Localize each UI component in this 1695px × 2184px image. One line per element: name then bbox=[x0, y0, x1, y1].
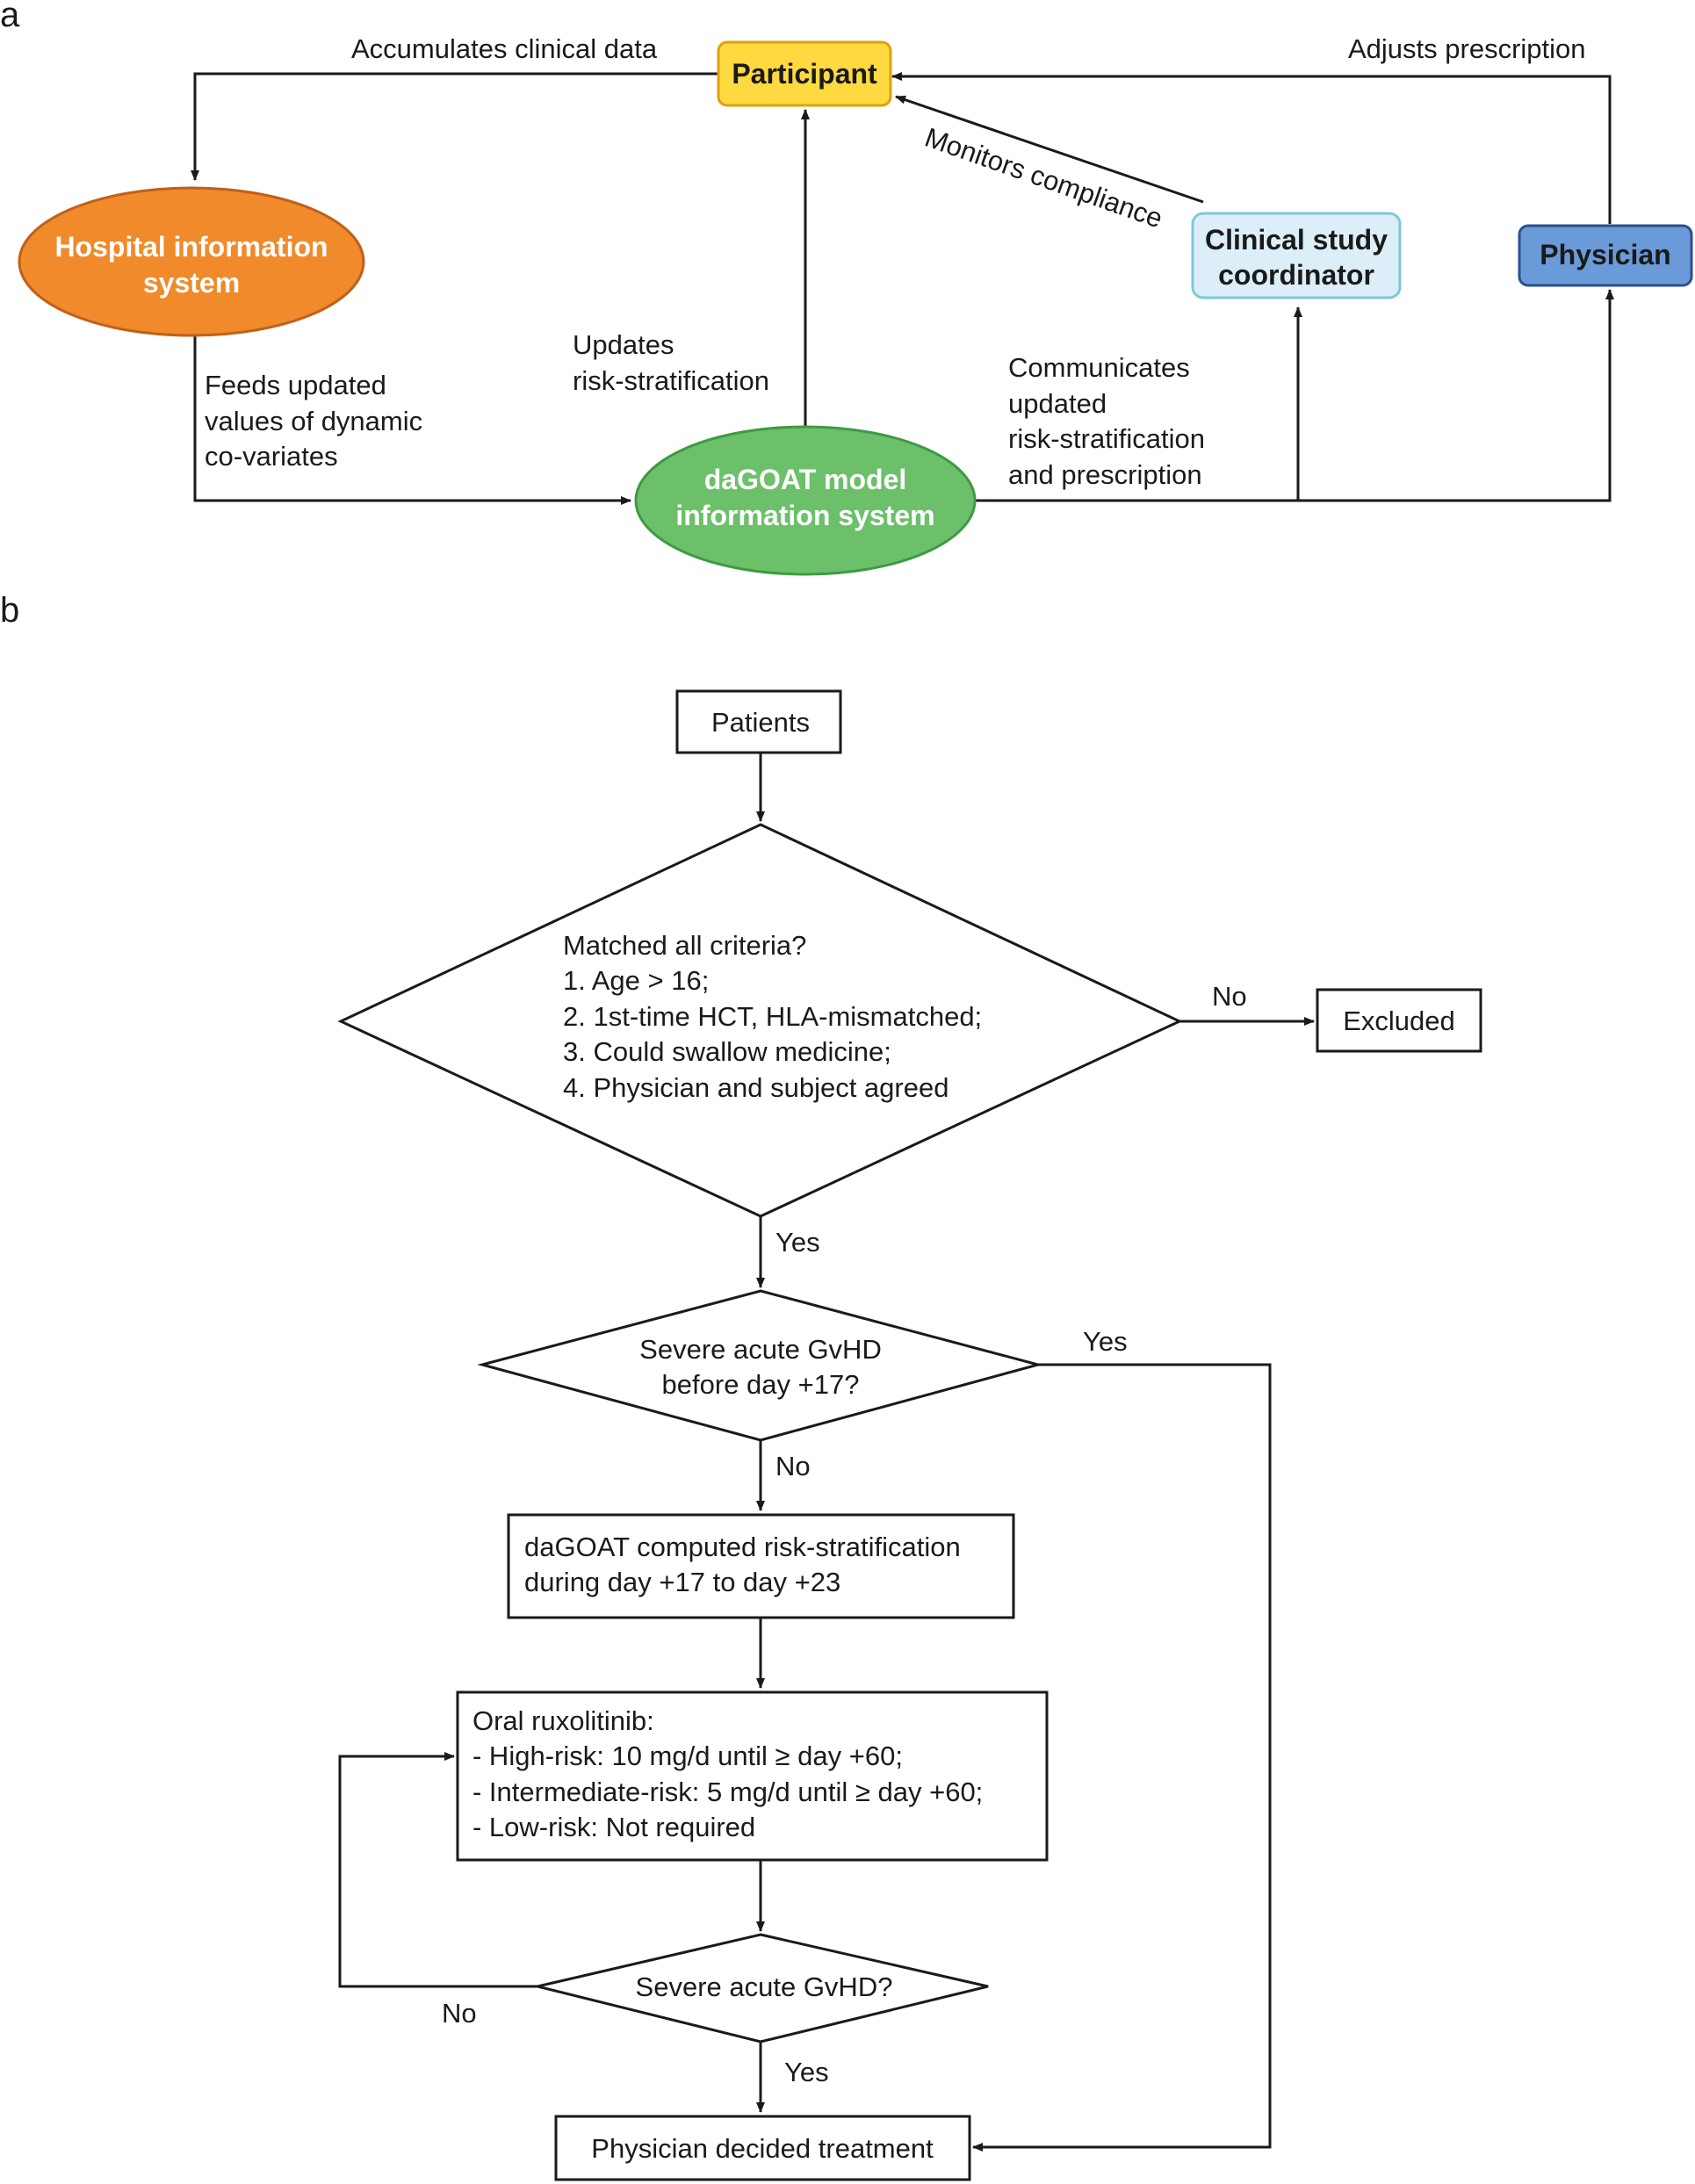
his-label-line2: system bbox=[143, 267, 240, 299]
coordinator-border bbox=[1191, 212, 1402, 299]
participant-label: Participant bbox=[732, 58, 877, 90]
coordinator-label-line2: coordinator bbox=[1218, 259, 1374, 291]
panel-b-letter: b bbox=[0, 591, 19, 630]
node-dagoat-system: daGOAT model information system bbox=[634, 425, 977, 576]
his-label-line1: Hospital information bbox=[54, 231, 328, 263]
node-physician: Physician bbox=[1518, 224, 1693, 287]
label-feeds-line1: Feeds updated bbox=[205, 370, 386, 400]
physician-border bbox=[1518, 224, 1693, 287]
coordinator-label-line1: Clinical study bbox=[1205, 224, 1388, 256]
ruxolitinib-line3: - Intermediate-risk: 5 mg/d until ≥ day … bbox=[472, 1777, 983, 1807]
node-physician-decided: Physician decided treatment bbox=[554, 2115, 971, 2181]
patients-label: Patients bbox=[711, 707, 810, 738]
computed-line2: during day +17 to day +23 bbox=[524, 1567, 840, 1597]
ruxolitinib-line1: Oral ruxolitinib: bbox=[472, 1705, 654, 1736]
criteria-diamond bbox=[337, 823, 1183, 1218]
excluded-label: Excluded bbox=[1343, 1006, 1455, 1036]
ruxolitinib-box bbox=[456, 1690, 1049, 1862]
severe-early-line2: before day +17? bbox=[662, 1369, 860, 1400]
label-yes-early: Yes bbox=[1083, 1326, 1128, 1357]
excluded-box bbox=[1316, 988, 1482, 1053]
criteria-line5: 4. Physician and subject agreed bbox=[563, 1072, 948, 1103]
label-updates-line1: Updates bbox=[573, 329, 674, 360]
label-yes-late: Yes bbox=[784, 2057, 829, 2087]
dagoat-label-line2: information system bbox=[675, 500, 934, 531]
dagoat-border bbox=[634, 425, 977, 576]
criteria-line4: 3. Could swallow medicine; bbox=[563, 1036, 891, 1067]
edge-physician-to-participant bbox=[891, 72, 1612, 224]
label-communicates-line2: updated bbox=[1008, 388, 1107, 419]
label-no-late: No bbox=[442, 1998, 477, 2029]
panel-a-letter: a bbox=[0, 0, 20, 34]
edge-his-to-dagoat bbox=[193, 335, 631, 505]
node-participant: Participant bbox=[717, 40, 892, 107]
decided-label: Physician decided treatment bbox=[591, 2133, 934, 2164]
decided-box bbox=[554, 2115, 971, 2181]
computed-line1: daGOAT computed risk-stratification bbox=[524, 1532, 961, 1562]
node-clinical-study-coordinator: Clinical study coordinator bbox=[1191, 212, 1402, 299]
criteria-line1: Matched all criteria? bbox=[563, 930, 806, 961]
patients-box bbox=[675, 689, 842, 754]
node-excluded: Excluded bbox=[1316, 988, 1482, 1053]
node-severe-late-decision: Severe acute GvHD? bbox=[537, 1933, 989, 2043]
edge-participant-to-his bbox=[191, 72, 718, 181]
edge-dagoat-to-physician bbox=[975, 289, 1614, 502]
node-criteria-decision: Matched all criteria? 1. Age > 16; 2. 1s… bbox=[337, 823, 1183, 1218]
node-ruxolitinib: Oral ruxolitinib: - High-risk: 10 mg/d u… bbox=[456, 1690, 1049, 1862]
coordinator-box bbox=[1193, 213, 1400, 298]
label-no-criteria: No bbox=[1212, 981, 1247, 1012]
edge-severe-early-to-decided bbox=[972, 1363, 1272, 2152]
edge-severe-late-loop-back bbox=[338, 1752, 537, 1988]
label-feeds-line2: values of dynamic bbox=[205, 406, 422, 436]
dagoat-ellipse bbox=[636, 427, 975, 574]
label-communicates-line1: Communicates bbox=[1008, 352, 1190, 383]
computed-box bbox=[507, 1513, 1015, 1619]
ruxolitinib-line4: - Low-risk: Not required bbox=[472, 1812, 755, 1842]
label-accumulates-clinical-data: Accumulates clinical data bbox=[351, 33, 658, 64]
ruxolitinib-line2: - High-risk: 10 mg/d until ≥ day +60; bbox=[472, 1741, 903, 1771]
label-updates-line2: risk-stratification bbox=[573, 365, 769, 396]
his-ellipse bbox=[19, 188, 364, 335]
label-communicates-line3: risk-stratification bbox=[1008, 423, 1205, 454]
criteria-line2: 1. Age > 16; bbox=[563, 965, 709, 996]
severe-late-label: Severe acute GvHD? bbox=[636, 1971, 893, 2002]
label-no-early: No bbox=[775, 1451, 811, 1481]
node-patients: Patients bbox=[675, 689, 842, 754]
his-border bbox=[18, 186, 365, 337]
participant-box bbox=[718, 42, 891, 105]
label-communicates-line4: and prescription bbox=[1008, 459, 1202, 490]
physician-box bbox=[1519, 226, 1691, 285]
dagoat-label-line1: daGOAT model bbox=[704, 464, 907, 495]
label-yes-criteria: Yes bbox=[775, 1227, 820, 1258]
panel-b-edges bbox=[338, 753, 1315, 2152]
physician-label: Physician bbox=[1540, 239, 1670, 270]
label-adjusts-prescription: Adjusts prescription bbox=[1348, 33, 1586, 64]
edge-coordinator-to-participant bbox=[895, 95, 1204, 204]
label-feeds-line3: co-variates bbox=[205, 441, 338, 472]
panel-a-edges bbox=[191, 72, 1614, 505]
node-hospital-information-system: Hospital information system bbox=[18, 186, 365, 337]
severe-late-diamond bbox=[537, 1933, 989, 2043]
severe-early-diamond bbox=[477, 1289, 1043, 1442]
participant-border bbox=[717, 40, 892, 107]
criteria-line3: 2. 1st-time HCT, HLA-mismatched; bbox=[563, 1001, 982, 1032]
node-computed-risk: daGOAT computed risk-stratification duri… bbox=[507, 1513, 1015, 1619]
node-severe-early-decision: Severe acute GvHD before day +17? bbox=[477, 1289, 1043, 1442]
severe-early-line1: Severe acute GvHD bbox=[639, 1334, 882, 1365]
